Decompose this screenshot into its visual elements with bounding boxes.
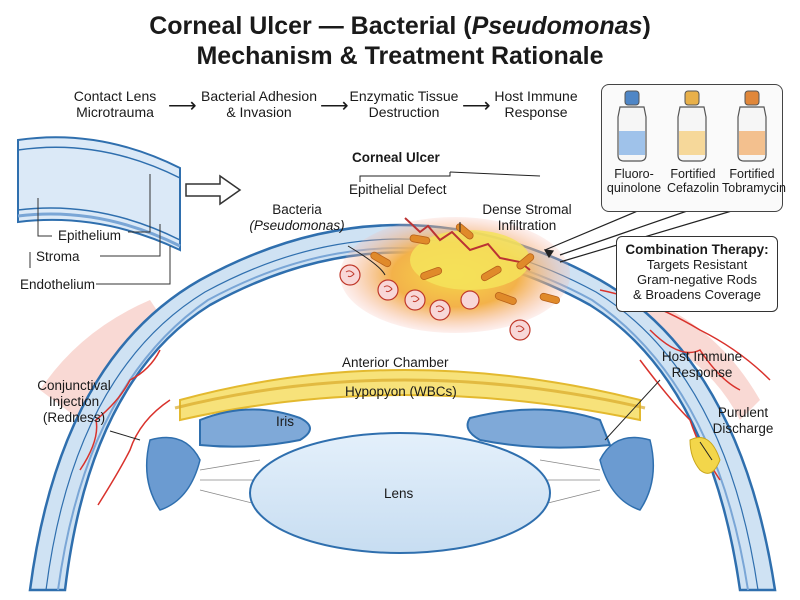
label-line: Discharge [712, 421, 774, 436]
flow-step-destruction: Enzymatic Tissue Destruction [346, 88, 462, 120]
label-line: Tobramycin [722, 181, 786, 195]
combination-heading: Combination Therapy: [625, 242, 769, 257]
label-hypopyon: Hypopyon (WBCs) [345, 384, 457, 399]
bottle-label-fluoroquinolone: Fluoro- quinolone [604, 167, 664, 195]
label-endothelium: Endothelium [20, 277, 96, 292]
title-paren: ) [642, 12, 651, 40]
label-bacteria: Bacteria (Pseudomonas) [242, 202, 352, 234]
title-organism: Pseudomonas [471, 12, 643, 40]
combination-line: Gram-negative Rods [637, 272, 757, 287]
flow-arrow-icon: ⟶ [462, 95, 491, 117]
label-line: Host Immune [661, 349, 743, 364]
flow-step-line: Enzymatic Tissue [349, 88, 459, 104]
label-line: Fluoro- [614, 167, 654, 181]
label-line: quinolone [606, 181, 662, 195]
label-line: Fortified [729, 167, 775, 181]
lens [249, 432, 551, 554]
bottle-fluoroquinolone-icon [617, 90, 647, 162]
flow-step-line: Contact Lens [73, 88, 157, 104]
label-line: Conjunctival [37, 378, 111, 393]
bottle-label-tobramycin: Fortified Tobramycin [722, 167, 786, 195]
label-line: Injection [48, 394, 100, 409]
title-text: Corneal Ulcer — Bacterial ( [149, 12, 472, 40]
combination-line: Targets Resistant [646, 257, 748, 272]
inset-arrow-icon [185, 174, 242, 206]
iris-left [199, 408, 311, 448]
diagram-title-line1: Corneal Ulcer — Bacterial (Pseudomonas) [0, 12, 800, 41]
bacteria-rods [370, 223, 561, 305]
bottles-svg [617, 90, 767, 162]
combination-therapy-box: Combination Therapy: Targets Resistant G… [616, 236, 778, 312]
label-line: Infiltration [497, 218, 557, 233]
label-line: (Redness) [42, 410, 106, 425]
flow-arrow-icon: ⟶ [320, 95, 349, 117]
label-line: Cefazolin [666, 181, 720, 195]
bottle-tobramycin-icon [737, 90, 767, 162]
label-purulent-discharge: Purulent Discharge [706, 405, 780, 437]
diagram-title-line2: Mechanism & Treatment Rationale [196, 42, 604, 70]
flow-step-line: Microtrauma [76, 104, 154, 120]
inset-cornea-layers [17, 136, 181, 285]
cornea-shell [28, 223, 777, 592]
label-anterior-chamber: Anterior Chamber [342, 355, 449, 370]
label-line: Response [671, 365, 733, 380]
label-line: Purulent [717, 405, 769, 420]
flow-arrow-icon: ⟶ [168, 95, 197, 117]
flow-step-adhesion: Bacterial Adhesion & Invasion [196, 88, 322, 120]
label-epithelial-defect: Epithelial Defect [349, 182, 447, 197]
label-line: (Pseudomonas) [249, 218, 345, 233]
label-stroma: Stroma [36, 249, 80, 264]
flow-step-immune: Host Immune Response [486, 88, 586, 120]
flow-step-line: Destruction [368, 104, 440, 120]
flow-step-microtrauma: Contact Lens Microtrauma [60, 88, 170, 120]
label-iris: Iris [276, 414, 294, 429]
bottle-cefazolin-icon [677, 90, 707, 162]
label-corneal-ulcer: Corneal Ulcer [352, 150, 440, 165]
flow-step-line: Response [504, 104, 568, 120]
flow-step-line: Bacterial Adhesion [201, 88, 317, 104]
label-line: Dense Stromal [482, 202, 572, 217]
label-line: Fortified [670, 167, 716, 181]
label-stromal-infiltration: Dense Stromal Infiltration [470, 202, 584, 234]
label-lens: Lens [384, 486, 414, 501]
iris-right [466, 408, 612, 449]
flow-step-line: Host Immune [494, 88, 578, 104]
white-blood-cells [339, 264, 531, 341]
combination-line: & Broadens Coverage [633, 287, 761, 302]
hypopyon-layer [179, 369, 641, 422]
label-host-immune-response: Host Immune Response [652, 349, 752, 381]
label-epithelium: Epithelium [58, 228, 122, 243]
label-line: Bacteria [272, 202, 322, 217]
antibiotic-panel: Fluoro- quinolone Fortified Cefazolin Fo… [601, 84, 786, 212]
bottle-label-cefazolin: Fortified Cefazolin [664, 167, 722, 195]
label-conjunctival-injection: Conjunctival Injection (Redness) [28, 378, 120, 426]
flow-step-line: & Invasion [226, 104, 292, 120]
